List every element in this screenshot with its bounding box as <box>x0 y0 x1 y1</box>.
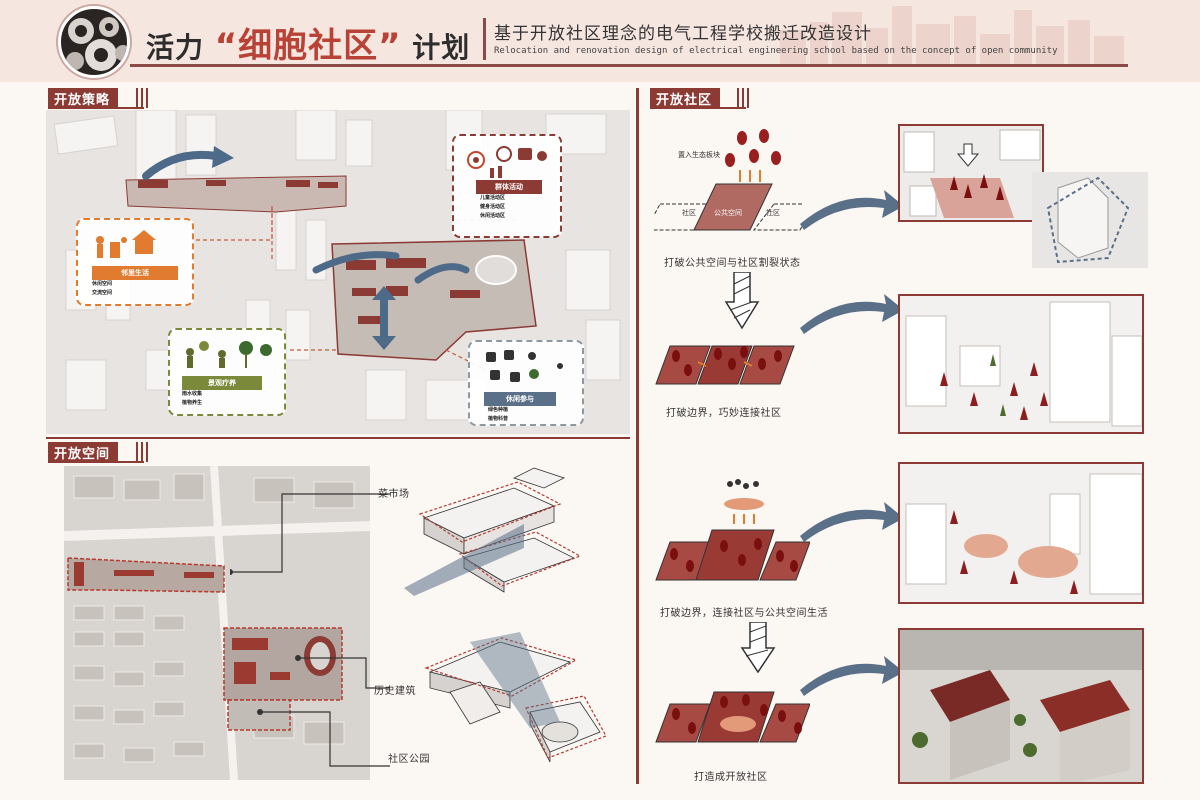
callout-leisure: 休闲参与 绿色种植 植物科普 <box>468 340 584 426</box>
render-step4 <box>898 628 1144 784</box>
leader-lines <box>230 493 390 767</box>
callout-list: 雨水收集 植物养生 <box>182 390 202 408</box>
callout-item: 雨水收集 <box>182 391 203 397</box>
section-label-strategy: 开放策略 <box>48 88 119 108</box>
title-prefix: 活力 <box>146 31 205 64</box>
diagram-step4 <box>655 691 810 743</box>
flow-arrows <box>800 190 904 696</box>
section-stripes <box>136 442 148 462</box>
callout-item: 儿童活动区 <box>480 195 506 201</box>
label-market: 菜市场 <box>378 489 410 500</box>
callout-list: 儿童活动区 健身活动区 休闲活动区 <box>480 194 505 221</box>
callout-tag: 休闲参与 <box>484 392 556 406</box>
diagram-step3 <box>655 479 810 581</box>
callout-item: 交流空间 <box>92 290 113 296</box>
down-arrow-icon <box>740 622 776 674</box>
subtitle-chinese: 基于开放社区理念的电气工程学校搬迁改造设计 <box>494 24 872 44</box>
diagram-step2 <box>655 345 795 385</box>
render-step3 <box>898 462 1144 604</box>
subtitle-english: Relocation and renovation design of elec… <box>494 46 1058 56</box>
callout-tag: 邻里生活 <box>92 266 178 280</box>
label-community-park: 社区公园 <box>388 754 430 765</box>
callout-tag: 群体活动 <box>476 180 542 194</box>
callout-group-activity: 群体活动 儿童活动区 健身活动区 休闲活动区 <box>452 134 562 238</box>
header-divider <box>483 18 486 60</box>
render-step2 <box>898 294 1144 434</box>
callout-list: 休闲空间 交流空间 <box>92 280 112 298</box>
header-banner: 活力 “细胞社区” 计划 基于开放社区理念的电气工程学校搬迁改造设计 Reloc… <box>0 0 1200 82</box>
callout-item: 植物科普 <box>488 416 509 422</box>
cell-logo <box>58 6 130 78</box>
callout-ecology: 景观疗养 雨水收集 植物养生 <box>168 328 286 416</box>
header-rule <box>130 64 1128 67</box>
title-suffix: 计划 <box>412 31 471 64</box>
callout-list: 绿色种植 植物科普 <box>488 406 508 424</box>
section-stripes <box>136 88 148 108</box>
plants-people-icon <box>186 341 272 368</box>
step4-caption: 打造成开放社区 <box>694 772 768 783</box>
site-plan-drawing <box>64 466 370 780</box>
callout-item: 休闲空间 <box>92 281 113 287</box>
public-space-label: 公共空间 <box>714 209 742 217</box>
people-house-icon <box>96 230 156 258</box>
activity-icons <box>467 146 547 178</box>
label-historic-building: 历史建筑 <box>374 686 416 697</box>
callout-item: 休闲活动区 <box>480 213 506 219</box>
leisure-icons <box>486 350 563 382</box>
title-highlight: “细胞社区” <box>214 26 402 66</box>
eco-intro-label: 置入生态板块 <box>678 151 720 159</box>
section-stripes <box>737 88 749 108</box>
section-label-space: 开放空间 <box>48 442 119 462</box>
section-rule <box>48 107 144 109</box>
down-arrow-icon <box>724 272 760 330</box>
historic-axonometric <box>424 632 607 763</box>
section-rule <box>48 461 144 463</box>
column-divider <box>636 88 639 784</box>
page-title: 活力 “细胞社区” 计划 <box>146 18 470 67</box>
section-label-community: 开放社区 <box>650 88 721 108</box>
building-inset <box>1032 172 1148 268</box>
step1-caption: 打破公共空间与社区割裂状态 <box>664 258 801 269</box>
callout-item: 健身活动区 <box>480 204 506 210</box>
skyline-silhouette <box>780 6 1124 64</box>
aerial-city-illustration <box>53 110 621 421</box>
callout-neighborhood: 邻里生活 休闲空间 交流空间 <box>76 218 194 306</box>
callout-tag: 景观疗养 <box>182 376 262 390</box>
section-divider <box>46 437 630 439</box>
market-axonometric <box>404 467 582 596</box>
community-right-label: 社区 <box>766 209 780 217</box>
callout-item: 植物养生 <box>182 400 203 406</box>
space-site-plan <box>64 466 370 780</box>
render-step1 <box>898 124 1044 222</box>
community-left-label: 社区 <box>682 209 696 217</box>
diagram-step1 <box>654 129 804 231</box>
section-rule <box>650 107 746 109</box>
callout-item: 绿色种植 <box>488 407 509 413</box>
step3-caption: 打破边界，连接社区与公共空间生活 <box>660 608 828 619</box>
strategy-site-plan: 邻里生活 休闲空间 交流空间 群体活动 儿童活动区 健身活动区 休闲活动区 景观… <box>46 110 630 434</box>
step2-caption: 打破边界，巧妙连接社区 <box>666 408 782 419</box>
